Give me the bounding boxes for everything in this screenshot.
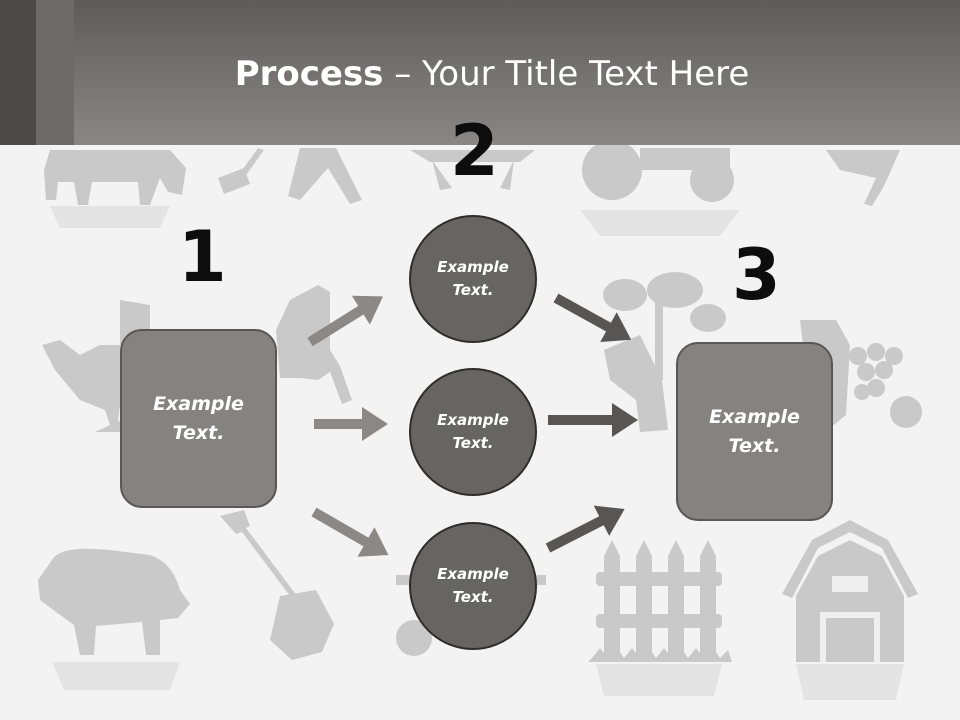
step-number-2: 2 <box>450 110 499 192</box>
sun-icon <box>410 150 535 190</box>
process-circle-middle[interactable]: Example Text. <box>409 368 537 496</box>
process-circle-middle-text: Example Text. <box>437 409 509 455</box>
process-circle-middle-line2: Text. <box>452 434 494 452</box>
process-box-end-line1: Example <box>709 405 800 428</box>
slide-title-bold: Process <box>234 54 384 94</box>
arrow-to-bottom-circle <box>311 507 389 557</box>
process-box-end-text: Example Text. <box>709 403 800 461</box>
process-box-end[interactable]: Example Text. <box>676 342 833 521</box>
process-circle-top-line1: Example <box>437 258 509 276</box>
arrow-from-bottom-circle <box>545 505 625 553</box>
process-circle-middle-line1: Example <box>437 411 509 429</box>
process-circle-top-text: Example Text. <box>437 256 509 302</box>
process-circle-top-line2: Text. <box>452 281 494 299</box>
arrow-from-middle-circle <box>548 403 638 437</box>
farmer-icon <box>288 148 362 204</box>
process-box-start-line1: Example <box>153 392 244 415</box>
arrow-from-top-circle <box>553 293 632 342</box>
process-box-start[interactable]: Example Text. <box>120 329 277 508</box>
arrow-to-middle-circle <box>314 407 388 441</box>
fence-icon <box>588 540 732 662</box>
process-circle-bottom-text: Example Text. <box>437 563 509 609</box>
process-circle-bottom-line1: Example <box>437 565 509 583</box>
slide-title-rest: – Your Title Text Here <box>383 54 750 94</box>
process-box-start-text: Example Text. <box>153 390 244 448</box>
step-number-1: 1 <box>178 216 227 298</box>
wheat-icon <box>826 150 900 206</box>
slide-title: Process – Your Title Text Here <box>0 52 960 96</box>
step-number-3: 3 <box>732 234 781 316</box>
title-bar-accent-mid <box>36 0 74 145</box>
plant-in-hand-icon <box>603 272 726 432</box>
tractor-icon <box>582 140 734 202</box>
rooster-icon <box>42 300 150 432</box>
process-box-end-line2: Text. <box>728 434 781 457</box>
title-bar <box>0 0 960 145</box>
cow-icon <box>44 150 186 205</box>
title-bar-accent-dark <box>0 0 36 145</box>
process-circle-bottom[interactable]: Example Text. <box>409 522 537 650</box>
pig-icon <box>38 548 190 655</box>
process-circle-bottom-line2: Text. <box>452 588 494 606</box>
barn-icon <box>782 520 918 662</box>
shovel-icon <box>220 510 334 660</box>
process-circle-top[interactable]: Example Text. <box>409 215 537 343</box>
pitchfork-icon <box>218 148 264 194</box>
arrow-to-top-circle <box>307 295 383 347</box>
process-box-start-line2: Text. <box>172 421 225 444</box>
